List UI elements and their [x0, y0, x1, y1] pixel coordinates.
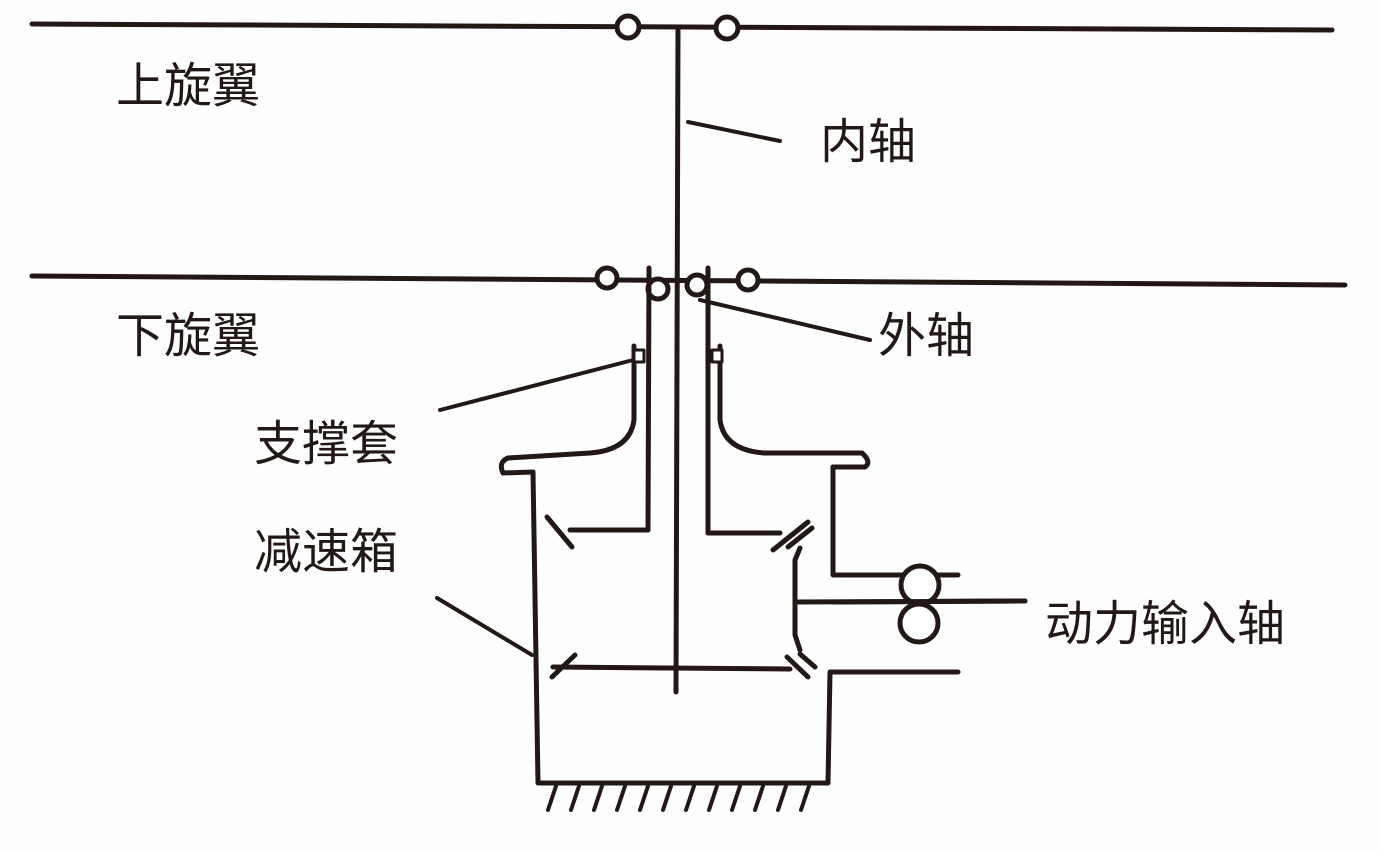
lower-rotor — [29, 265, 1348, 302]
support-sleeve-label: 支撑套 — [254, 416, 399, 472]
inner-shaft-label: 内轴 — [820, 114, 917, 170]
leader-lines — [435, 120, 872, 657]
lower-rotor-label: 下旋翼 — [116, 308, 261, 364]
input-shaft-gear — [792, 545, 1028, 653]
outer-shaft-label: 外轴 — [878, 308, 975, 364]
outer-shaft — [544, 265, 815, 553]
input-shaft-label: 动力输入轴 — [1045, 596, 1286, 652]
upper-rotor — [29, 13, 1335, 42]
inner-shaft — [673, 25, 681, 695]
gearbox-label: 减速箱 — [254, 524, 399, 580]
upper-rotor-label: 上旋翼 — [116, 58, 261, 114]
lower-bevel-gear — [549, 651, 818, 680]
support-sleeve — [498, 343, 871, 476]
gearbox-housing — [530, 464, 961, 812]
